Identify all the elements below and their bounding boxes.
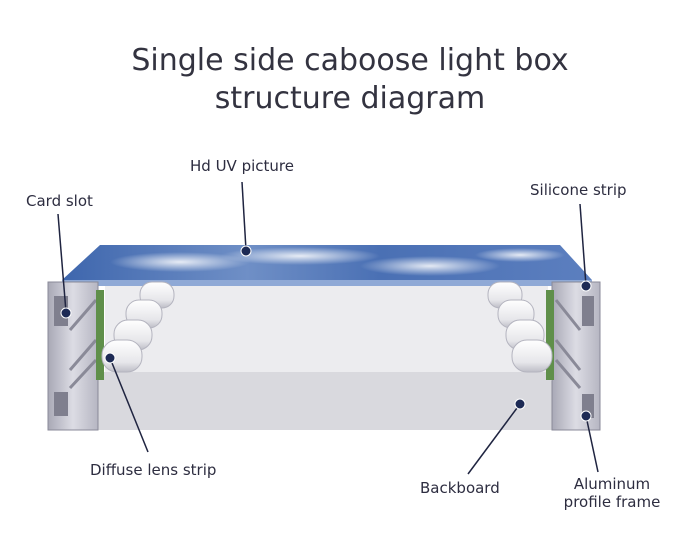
right-lens-strips	[487, 281, 553, 373]
leader-lines	[57, 181, 599, 475]
leader-card-slot	[57, 213, 67, 313]
leader-hd-uv	[241, 181, 247, 251]
inner-wall	[105, 280, 548, 372]
leader-aluminum	[585, 415, 599, 473]
leader-diffuse	[109, 357, 149, 453]
label-aluminum-profile-frame: Aluminum profile frame	[552, 475, 672, 511]
pointer-dots	[60, 245, 592, 422]
backboard-panel	[62, 372, 570, 430]
label-diffuse-lens-strip: Diffuse lens strip	[90, 461, 217, 479]
label-backboard: Backboard	[420, 479, 500, 497]
dot-hd-uv	[240, 245, 252, 257]
label-silicone-strip: Silicone strip	[530, 181, 627, 199]
label-aluminum-line-2: profile frame	[563, 493, 661, 511]
title-line-2: structure diagram	[214, 81, 486, 116]
label-aluminum-line-1: Aluminum	[573, 475, 651, 493]
title-line-1: Single side caboose light box	[131, 43, 569, 78]
leader-silicone	[579, 203, 587, 287]
dot-silicone	[580, 280, 592, 292]
dot-backboard	[514, 398, 526, 410]
dot-diffuse	[104, 352, 116, 364]
diagram-title: Single side caboose light box structure …	[0, 42, 700, 118]
leader-backboard	[467, 403, 521, 475]
label-card-slot: Card slot	[26, 192, 93, 210]
uv-picture-panel	[62, 245, 592, 286]
right-profile-frame	[546, 281, 601, 431]
dot-aluminum	[580, 410, 592, 422]
dot-card-slot	[60, 307, 72, 319]
left-lens-strips	[101, 281, 175, 373]
left-profile-frame	[47, 281, 104, 431]
label-hd-uv-picture: Hd UV picture	[190, 157, 294, 175]
